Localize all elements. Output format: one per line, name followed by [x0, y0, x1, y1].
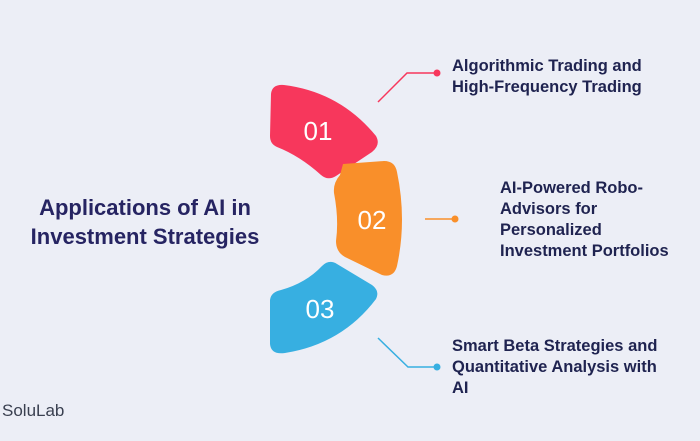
step-label-02: AI-Powered Robo- Advisors for Personaliz…: [500, 178, 669, 262]
connector-dot-01: [433, 69, 441, 77]
connector-03: [377, 337, 437, 368]
connector-01: [377, 72, 437, 103]
segment-02: [333, 161, 402, 276]
title-line-1: Applications of AI in: [39, 195, 251, 220]
title-line-2: Investment Strategies: [30, 224, 260, 249]
brand-logo: SoluLab: [2, 401, 65, 420]
segment-01: [270, 84, 378, 179]
step-label-01: Algorithmic Trading and High-Frequency T…: [452, 56, 642, 98]
label-line: High-Frequency Trading: [452, 78, 642, 96]
label-line: Investment Portfolios: [500, 242, 669, 260]
label-line: Smart Beta Strategies and: [452, 337, 658, 355]
segment-03: [270, 261, 378, 354]
label-line: AI: [452, 379, 469, 397]
connector-dot-03: [433, 363, 441, 371]
label-line: AI-Powered Robo-: [500, 179, 643, 197]
label-line: Personalized: [500, 221, 602, 239]
page-title: Applications of AI in Investment Strateg…: [0, 193, 290, 251]
step-number-01: 01: [304, 116, 333, 146]
label-line: Algorithmic Trading and: [452, 57, 642, 75]
label-line: Quantitative Analysis with: [452, 358, 657, 376]
label-line: Advisors for: [500, 200, 598, 218]
step-number-03: 03: [306, 294, 335, 324]
step-number-02: 02: [358, 205, 387, 235]
step-label-03: Smart Beta Strategies and Quantitative A…: [452, 336, 657, 399]
connector-dot-02: [451, 215, 459, 223]
